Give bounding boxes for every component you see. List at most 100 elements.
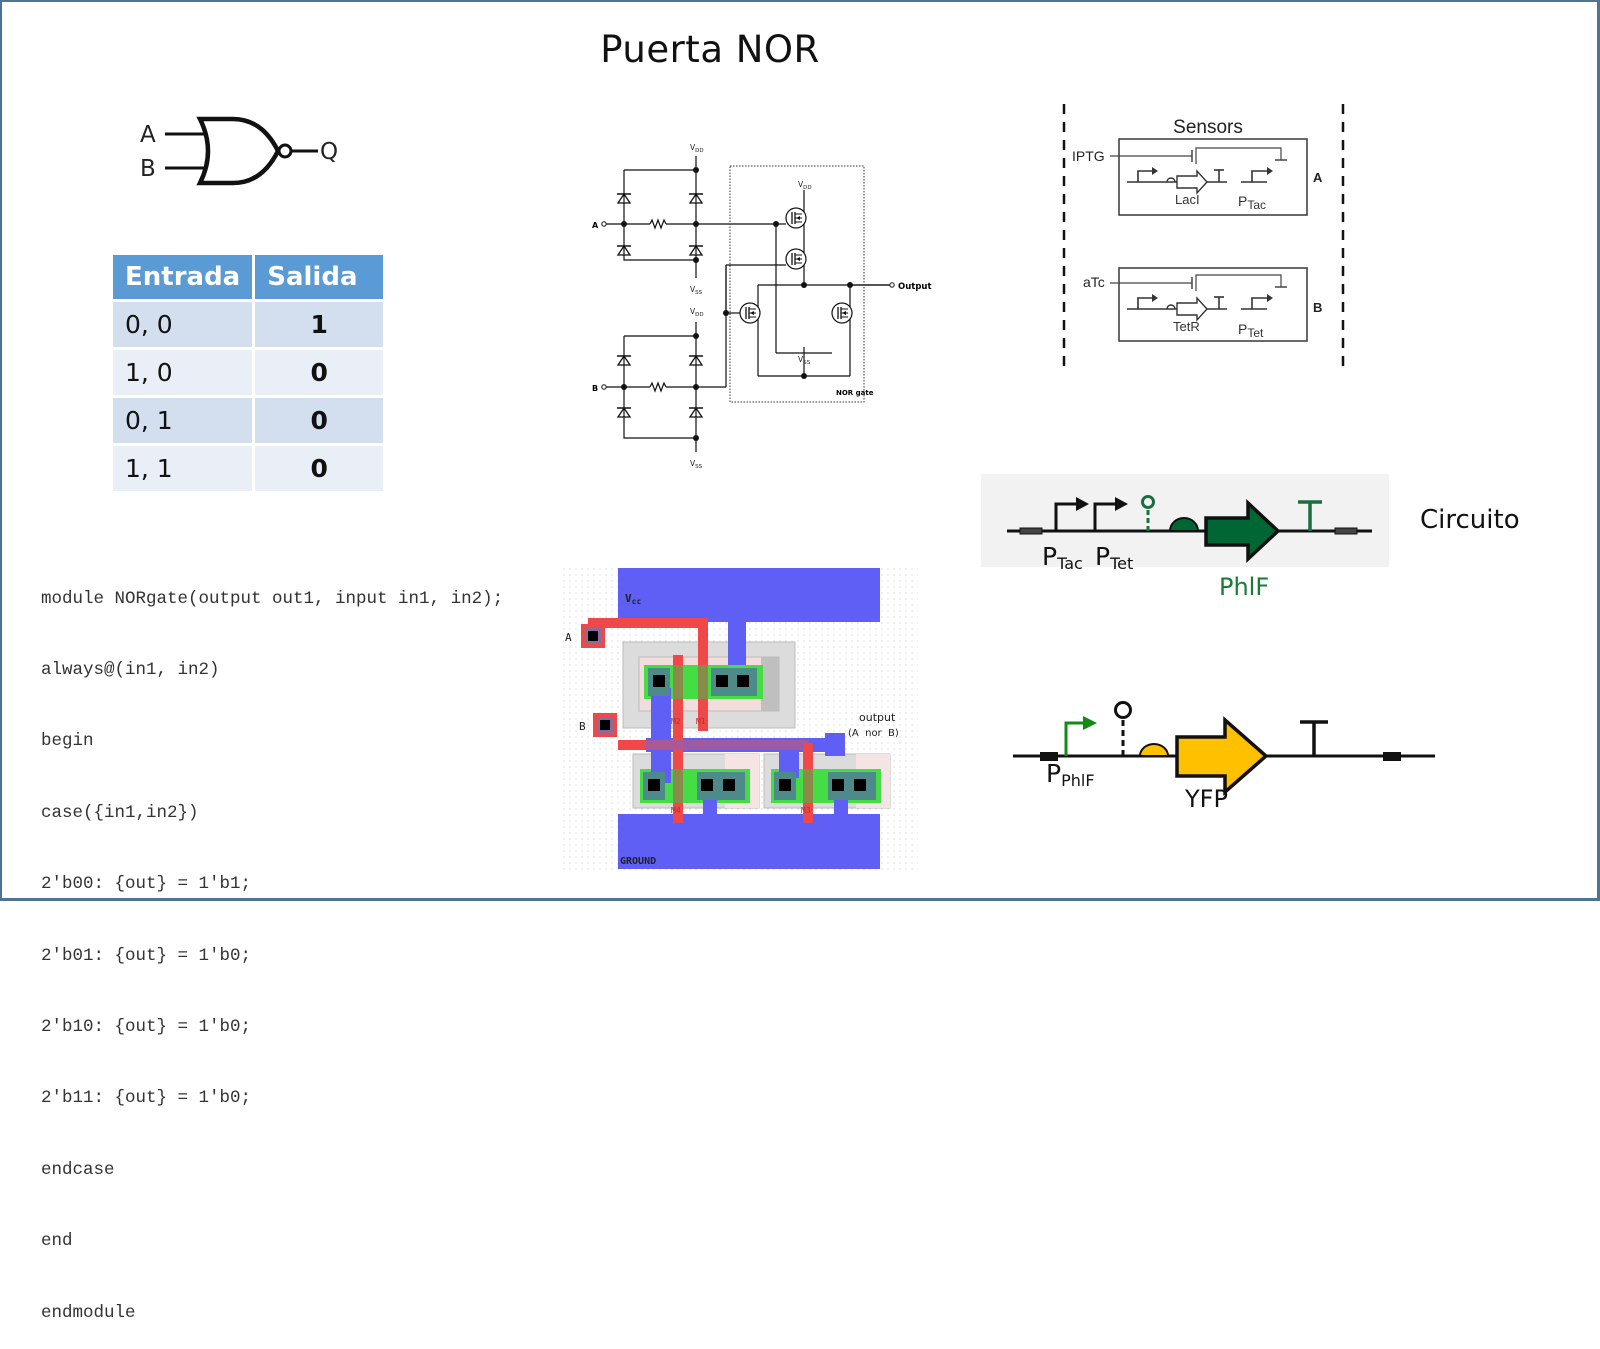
ground-rail — [618, 814, 880, 869]
input-cell: 1, 0 — [113, 350, 253, 395]
gene-arrow-icon — [1176, 296, 1208, 322]
resistor-icon — [649, 218, 667, 230]
slide-title: Puerta NOR — [600, 28, 820, 71]
output-cell: 0 — [255, 350, 384, 395]
promoter-icon — [1251, 297, 1267, 309]
label-yfp: YFP — [1184, 785, 1228, 813]
yfp-gene-arrow — [1175, 716, 1269, 796]
sensor-b: aTc TetR PTet B — [1083, 267, 1322, 342]
nor-gate-symbol: A B Q — [140, 116, 338, 186]
table-row: 0, 0 1 — [113, 302, 384, 347]
code-line: module NORgate(output out1, input in1, i… — [41, 588, 504, 609]
genetic-circuit-diagram: PTac PTet PhlF — [981, 474, 1389, 601]
svg-text:VDD: VDD — [690, 143, 704, 154]
mosfet-icon — [739, 302, 761, 324]
gene-laci: LacI — [1175, 192, 1200, 207]
svg-text:VSS: VSS — [690, 285, 703, 296]
code-line: end — [41, 1231, 73, 1252]
junction-dots — [621, 167, 853, 441]
promoter-ptac: PTac — [1238, 193, 1266, 212]
circuit-label: Circuito — [1420, 505, 1520, 535]
svg-text:VSS: VSS — [798, 355, 811, 366]
promoter-ptac-icon — [1054, 502, 1077, 531]
transistor-labels: M1 M2 M3 M4 — [671, 717, 811, 815]
input-cell: 0, 0 — [113, 302, 253, 347]
svg-text:VSS: VSS — [690, 459, 703, 470]
scar-icon — [1383, 752, 1401, 761]
output-cell: 0 — [255, 446, 384, 491]
inversion-bubble-icon — [277, 143, 293, 159]
label-ptac: PTac — [1042, 542, 1083, 573]
output-cell: 0 — [255, 398, 384, 443]
table-row: 1, 0 0 — [113, 350, 384, 395]
table-row: 0, 1 0 — [113, 398, 384, 443]
label-phlf: PhlF — [1219, 573, 1269, 601]
reporter-diagram: PPhlF YFP — [1013, 701, 1435, 813]
scar-icon — [1040, 752, 1058, 761]
rbs-icon — [1168, 517, 1200, 532]
input-b-terminal — [601, 384, 607, 390]
code-line: 2'b00: {out} = 1'b1; — [41, 874, 252, 895]
nor-gate-body-icon — [196, 116, 281, 186]
contacts — [643, 668, 876, 800]
header-entrada: Entrada — [113, 255, 253, 299]
code-line: 2'b10: {out} = 1'b0; — [41, 1016, 252, 1037]
rbs-icon — [1166, 177, 1176, 183]
phlf-gene-arrow — [1204, 498, 1281, 564]
input-cell: 0, 1 — [113, 398, 253, 443]
promoter-icon — [1137, 170, 1152, 182]
code-line: endmodule — [41, 1302, 136, 1323]
code-line: case({in1,in2}) — [41, 802, 199, 823]
output-terminal — [889, 282, 895, 288]
promoter-ptet: PTet — [1238, 321, 1264, 340]
input-cell: 1, 1 — [113, 446, 253, 491]
output-pad — [825, 733, 845, 756]
sensors-title: Sensors — [1173, 117, 1243, 138]
layout-output-label: output — [859, 711, 896, 724]
mosfet-icon — [831, 302, 853, 324]
output-cell: 1 — [255, 302, 384, 347]
promoter-icon — [1251, 170, 1267, 182]
promoter-icon — [1137, 297, 1152, 309]
input-a-terminal — [601, 221, 607, 227]
gene-arrow-icon — [1176, 169, 1208, 195]
slide-frame — [0, 0, 1600, 901]
inducer-atc: aTc — [1083, 274, 1105, 290]
mosfet-icon — [785, 248, 807, 270]
scar-icon — [1019, 527, 1043, 535]
svg-text:VDD: VDD — [690, 307, 704, 318]
verilog-code-block: module NORgate(output out1, input in1, i… — [41, 540, 503, 1349]
truth-table: Entrada Salida 0, 0 1 1, 0 0 0, 1 0 1, 1… — [110, 252, 386, 494]
svg-text:VDD: VDD — [798, 180, 812, 191]
gate-input-b-label: B — [140, 156, 156, 182]
gate-input-a-label: A — [140, 122, 156, 148]
layout-output-expr: (A nor B) — [848, 728, 899, 739]
code-line: always@(in1, in2) — [41, 659, 220, 680]
gate-output-label: Q — [320, 139, 338, 165]
code-line: begin — [41, 731, 94, 752]
schematic-input-a: A — [592, 221, 599, 230]
sensor-a: IPTG LacI PTac A — [1072, 138, 1323, 216]
svg-text:M2: M2 — [671, 717, 681, 726]
nor-gate-boundary — [729, 165, 865, 403]
schematic-input-b: B — [592, 384, 598, 393]
gene-tetr: TetR — [1173, 319, 1200, 334]
layout-input-b: B — [579, 720, 586, 733]
promoter-phlf-icon — [1064, 721, 1084, 756]
vcc-label: Vcc — [625, 592, 641, 606]
truth-table-header: Entrada Salida — [113, 255, 384, 299]
resistor-icon — [649, 381, 667, 393]
rbs-icon — [1138, 743, 1170, 757]
layout-input-a: A — [565, 631, 572, 644]
sensors-diagram: Sensors IPTG LacI PTac A aTc — [1062, 104, 1345, 370]
svg-text:M3: M3 — [801, 806, 811, 815]
cmos-layout: Vcc GROUND A B output (A nor B) M1 M2 M3… — [563, 568, 918, 873]
label-ptet: PTet — [1095, 542, 1133, 573]
label-pphlf: PPhlF — [1046, 759, 1095, 790]
mosfet-icon — [785, 207, 807, 229]
svg-text:M4: M4 — [671, 806, 681, 815]
code-line: 2'b01: {out} = 1'b0; — [41, 945, 252, 966]
code-line: 2'b11: {out} = 1'b0; — [41, 1088, 252, 1109]
header-salida: Salida — [255, 255, 384, 299]
scar-icon — [1334, 527, 1358, 535]
